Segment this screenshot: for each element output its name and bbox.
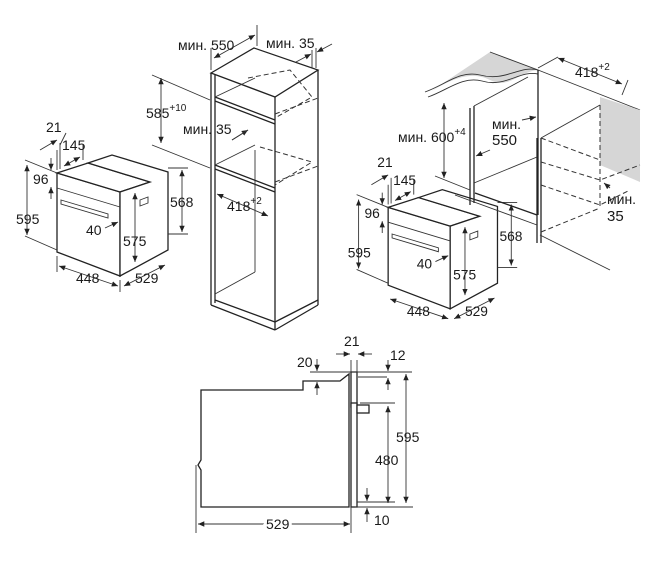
dim-96: 96 xyxy=(365,206,381,221)
dim-145: 145 xyxy=(393,173,416,188)
dim-40: 40 xyxy=(86,222,102,238)
dim-20: 20 xyxy=(297,354,313,370)
dim-21: 21 xyxy=(46,119,62,135)
dim-min-35-label: мин. xyxy=(607,191,636,207)
dim-585: 585+10 xyxy=(146,103,187,121)
dim-480: 480 xyxy=(375,452,399,468)
oven-isometric-right: 21 145 96 595 40 575 568 448 529 xyxy=(348,155,523,320)
dim-418: 418+2 xyxy=(227,196,262,214)
dim-min-35-top: мин. 35 xyxy=(266,35,315,51)
dim-21: 21 xyxy=(344,333,360,349)
dim-min-600-tolerance: +4 xyxy=(454,127,466,138)
dim-418-value: 418 xyxy=(575,64,599,80)
dim-145: 145 xyxy=(62,137,86,153)
dim-595: 595 xyxy=(348,246,371,261)
dim-529: 529 xyxy=(266,516,290,532)
oven-door-upper xyxy=(350,371,358,408)
dim-575: 575 xyxy=(123,233,147,249)
dim-418: 418+2 xyxy=(575,62,610,80)
dim-448: 448 xyxy=(76,270,100,286)
oven-handle xyxy=(60,199,109,219)
dim-448: 448 xyxy=(407,304,430,319)
dim-min-600-value: мин. 600 xyxy=(398,129,455,145)
wall-panel xyxy=(600,97,640,182)
dim-418-value: 418 xyxy=(227,198,251,214)
oven-side-body xyxy=(197,372,350,508)
oven-side-handle xyxy=(139,196,149,207)
oven-body xyxy=(85,154,169,278)
countertop-surface xyxy=(430,52,540,92)
dim-12: 12 xyxy=(390,347,406,363)
oven-knob xyxy=(356,404,370,414)
dim-595: 595 xyxy=(396,429,420,445)
dim-568: 568 xyxy=(499,229,522,244)
dim-min-550-label: мин. xyxy=(492,116,521,132)
dim-min-600: мин. 600+4 xyxy=(398,127,466,145)
dim-595: 595 xyxy=(16,211,40,227)
dim-min-550: мин. 550 xyxy=(178,37,235,53)
dim-418-tolerance: +2 xyxy=(598,62,610,73)
dim-418-tolerance: +2 xyxy=(250,196,262,207)
oven-door-lower xyxy=(350,402,358,508)
dim-min-35-value: 35 xyxy=(607,208,624,225)
dim-min-550-value: 550 xyxy=(492,132,517,149)
dim-585-tolerance: +10 xyxy=(169,103,186,114)
dim-96: 96 xyxy=(33,171,49,187)
dim-40: 40 xyxy=(417,256,433,271)
dim-min-35-mid: мин. 35 xyxy=(183,121,232,137)
dim-575: 575 xyxy=(453,267,476,282)
oven-side-view: 21 12 20 595 480 529 10 xyxy=(195,333,420,535)
dim-585-value: 585 xyxy=(146,105,170,121)
dim-529: 529 xyxy=(465,304,488,319)
under-counter-cabinet: 418+2 мин. 600+4 мин. 550 мин. 35 xyxy=(398,51,641,271)
dim-10: 10 xyxy=(374,512,390,528)
dim-529: 529 xyxy=(135,270,159,286)
dim-21: 21 xyxy=(377,155,392,170)
dim-568: 568 xyxy=(170,194,194,210)
oven-isometric-left: 21 145 96 595 40 575 568 448 529 xyxy=(16,119,194,292)
tall-cabinet: мин. 550 мин. 35 585+10 мин. 35 418+2 xyxy=(146,25,333,331)
